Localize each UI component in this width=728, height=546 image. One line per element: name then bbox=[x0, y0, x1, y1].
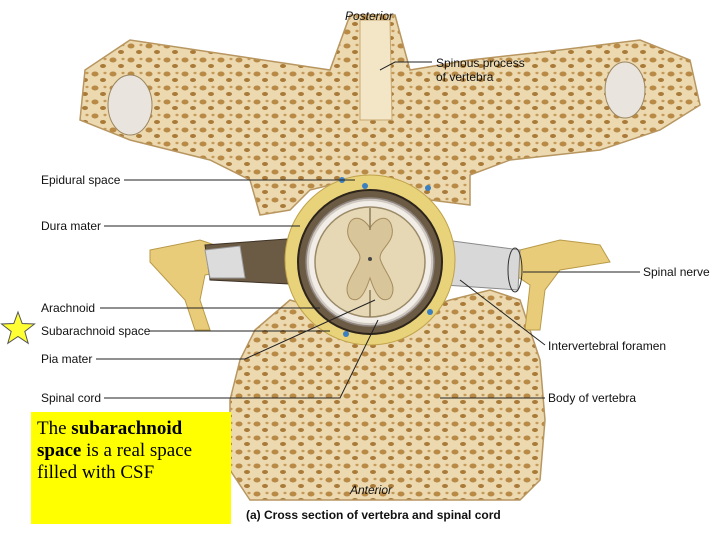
epidural-vessel bbox=[425, 185, 431, 191]
callout-prefix: The bbox=[37, 418, 72, 439]
leader-pia bbox=[96, 299, 376, 360]
leader-spinal-cord bbox=[104, 319, 379, 399]
spinous-process-label: Spinous process of vertebra bbox=[436, 56, 525, 84]
leader-foramen bbox=[459, 279, 546, 346]
dura-mater-label: Dura mater bbox=[41, 219, 102, 233]
body-of-vertebra-label: Body of vertebra bbox=[548, 391, 637, 405]
subarachnoid-space-label: Subarachnoid space bbox=[41, 324, 151, 338]
callout-suffix: is a real space filled with CSF bbox=[37, 440, 193, 483]
epidural-space-label: Epidural space bbox=[41, 173, 121, 187]
spinous-process bbox=[359, 19, 393, 121]
figure-caption: (a) Cross section of vertebra and spinal… bbox=[246, 508, 501, 522]
epidural-vessel bbox=[427, 309, 433, 315]
leader-lines bbox=[96, 61, 640, 399]
callout-bold: subarachnoid space bbox=[37, 418, 183, 461]
spinal-nerve-label: Spinal nerve bbox=[643, 265, 710, 279]
pia-mater-label: Pia mater bbox=[41, 352, 93, 366]
spinal-cord-label: Spinal cord bbox=[41, 391, 102, 405]
central-canal bbox=[368, 257, 372, 261]
arachnoid-label: Arachnoid bbox=[41, 301, 96, 315]
subarachnoid-callout: The subarachnoid space is a real space f… bbox=[31, 412, 231, 524]
intervertebral-foramen-ring bbox=[507, 247, 523, 293]
left-nerve-sheath bbox=[204, 245, 246, 279]
epidural-vessel bbox=[343, 331, 349, 337]
epidural-vessel bbox=[362, 183, 368, 189]
posterior-label: Posterior bbox=[345, 9, 394, 23]
right-articular-facet bbox=[604, 61, 646, 119]
right-nerve-branch bbox=[514, 239, 611, 331]
anterior-label: Anterior bbox=[350, 483, 393, 497]
star-icon bbox=[0, 310, 36, 345]
intervertebral-foramen-label: Intervertebral foramen bbox=[548, 339, 667, 353]
left-articular-facet bbox=[107, 74, 153, 136]
leader-spinous bbox=[379, 61, 432, 71]
